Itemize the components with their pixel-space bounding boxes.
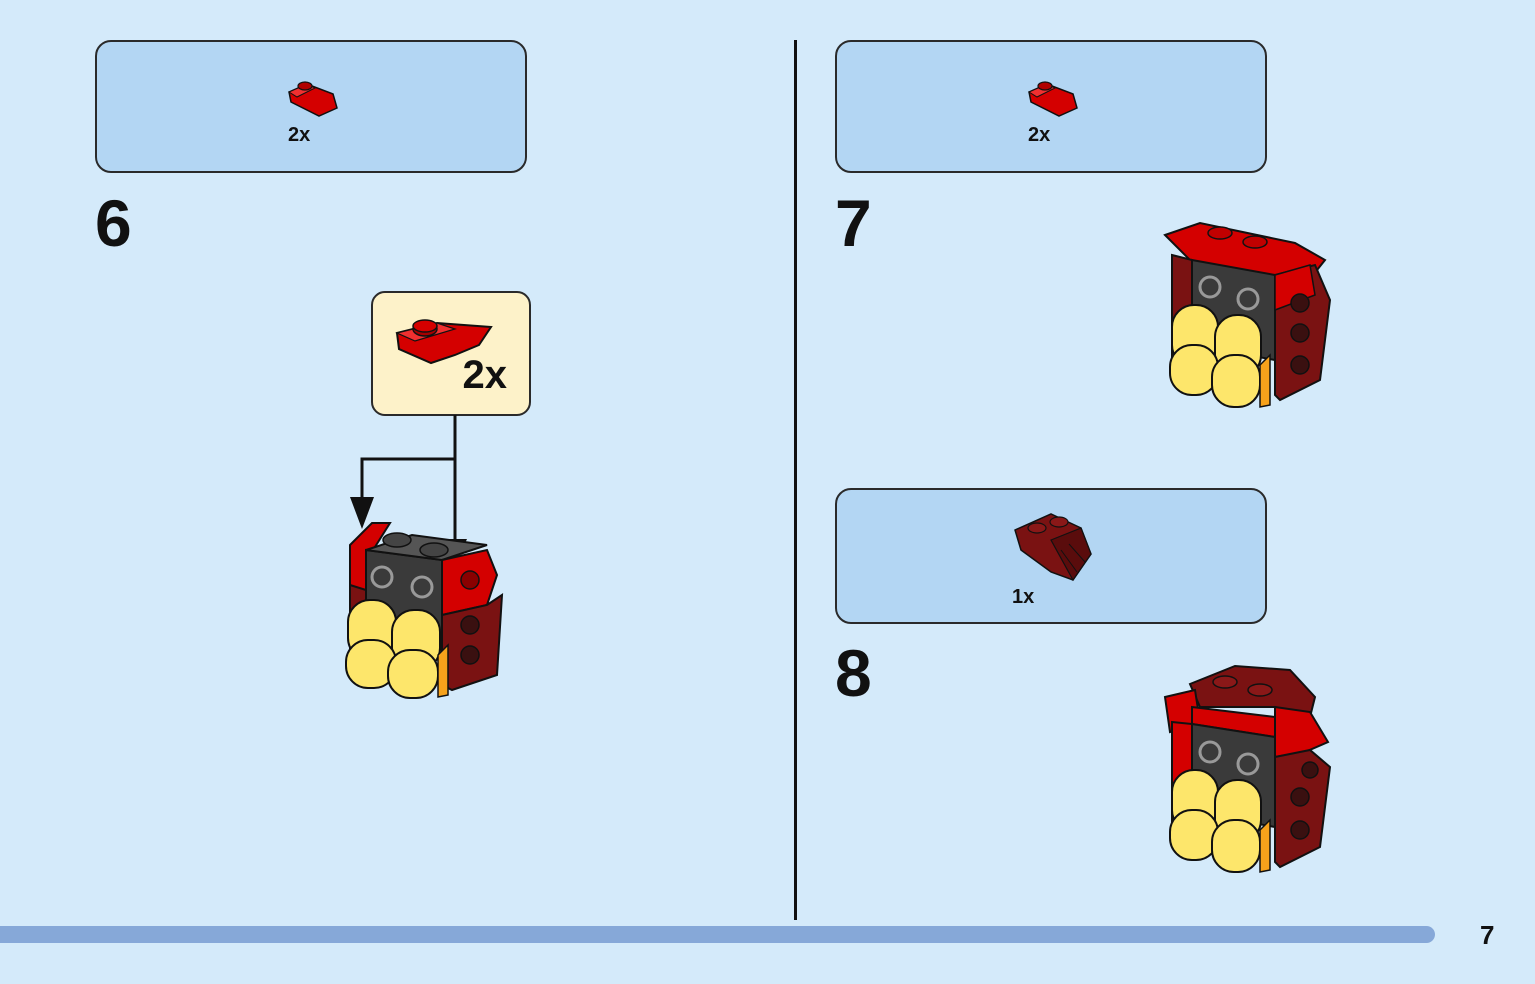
step-6-callout-count: 2x (462, 353, 508, 397)
red-curved-slope-plate-icon (395, 319, 493, 365)
step-6-callout-box: 2x (371, 291, 531, 416)
step-6-model-illustration (345, 522, 504, 699)
step-7-number: 7 (835, 186, 872, 260)
step-7-parts-box: 2x (835, 40, 1267, 173)
red-curved-slope-plate-icon (1027, 81, 1078, 117)
page-number: 7 (1480, 920, 1495, 950)
page-divider (794, 40, 797, 920)
step-6-parts-box: 2x (95, 40, 527, 173)
step-8-model-illustration (1163, 664, 1332, 873)
step-7-model-illustration (1163, 221, 1332, 408)
step-8-number: 8 (835, 636, 872, 710)
red-curved-slope-plate-icon (287, 81, 338, 117)
step-6-number: 6 (95, 186, 132, 260)
step-6-part-count: 2x (288, 124, 311, 146)
step-8-part-count: 1x (1012, 586, 1035, 608)
step-7-part-count: 2x (1028, 124, 1051, 146)
step-8-parts-box: 1x (835, 488, 1267, 624)
page-progress-bar (0, 926, 1435, 943)
dark-red-wing-plate-icon (1014, 513, 1092, 582)
